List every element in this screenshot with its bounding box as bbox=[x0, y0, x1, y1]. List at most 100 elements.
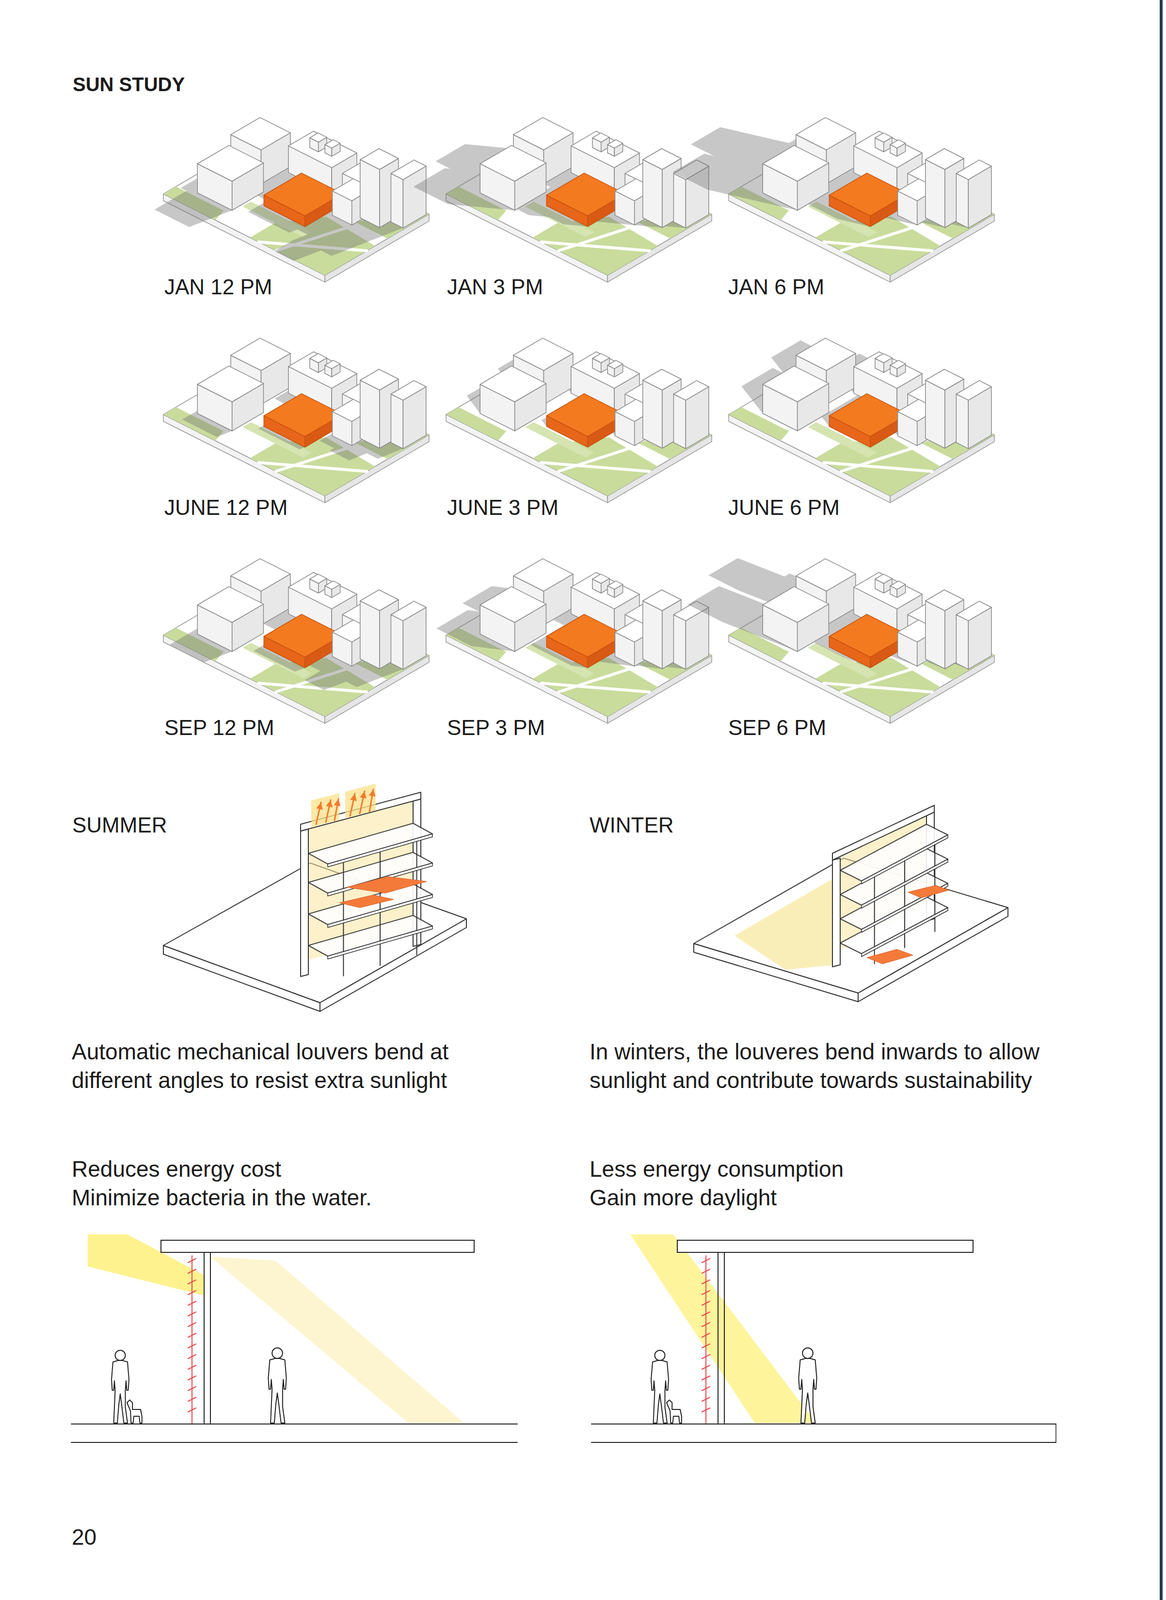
building-block bbox=[925, 380, 945, 448]
louver-rod bbox=[379, 851, 381, 879]
building-block bbox=[956, 159, 991, 180]
louver-rod bbox=[416, 901, 418, 931]
dog-figure bbox=[127, 1399, 143, 1423]
ground-line bbox=[71, 1423, 518, 1425]
ground-line bbox=[71, 1441, 518, 1443]
building-block bbox=[925, 368, 964, 390]
footpath bbox=[558, 447, 631, 472]
building-block bbox=[390, 380, 426, 400]
building-block bbox=[309, 132, 327, 143]
green-area bbox=[532, 437, 658, 496]
louver-blade bbox=[188, 1365, 196, 1370]
project-site-block bbox=[263, 173, 343, 216]
human-figure bbox=[111, 1360, 129, 1423]
building-block bbox=[956, 601, 991, 621]
footpath bbox=[541, 241, 650, 251]
louver-rod bbox=[934, 917, 936, 932]
louver-blade bbox=[188, 1279, 196, 1284]
louver-rod bbox=[904, 933, 906, 948]
building-block bbox=[607, 360, 623, 369]
building-block bbox=[925, 159, 945, 228]
louver-blade bbox=[188, 1301, 196, 1306]
building-block bbox=[673, 173, 686, 229]
column-line bbox=[717, 1252, 719, 1423]
project-site-block bbox=[829, 393, 909, 437]
building-block bbox=[762, 586, 829, 623]
column-line bbox=[209, 1252, 211, 1423]
building-block bbox=[288, 572, 357, 609]
louver-rod bbox=[379, 943, 381, 966]
page-title: SUN STUDY bbox=[72, 72, 185, 96]
ground-line bbox=[591, 1423, 1056, 1425]
footpath bbox=[823, 241, 932, 251]
building-block bbox=[390, 159, 426, 180]
building-block bbox=[390, 394, 403, 449]
louver-model bbox=[693, 805, 1008, 1002]
footpath bbox=[558, 668, 631, 692]
building-block bbox=[762, 366, 829, 402]
arrow-head bbox=[350, 793, 357, 801]
building-block bbox=[796, 337, 856, 371]
louver-blade bbox=[188, 1343, 196, 1348]
louver-rod bbox=[342, 862, 344, 889]
louver-rod bbox=[874, 925, 876, 947]
louver-blade bbox=[702, 1290, 710, 1295]
louver-blade bbox=[702, 1386, 710, 1391]
building-block bbox=[673, 614, 686, 670]
louver-blade bbox=[188, 1397, 196, 1402]
louver-rod bbox=[904, 861, 906, 883]
footpath bbox=[541, 462, 650, 472]
louver-blade bbox=[702, 1269, 710, 1274]
column-line bbox=[723, 1252, 725, 1423]
louver-rod bbox=[934, 844, 936, 866]
view-label: JUNE 6 PM bbox=[728, 495, 840, 521]
building-block bbox=[571, 351, 640, 389]
building-block bbox=[875, 353, 893, 363]
building-block bbox=[642, 380, 663, 448]
building-block bbox=[309, 574, 327, 584]
building-block bbox=[925, 600, 945, 669]
site-model bbox=[728, 337, 995, 503]
arrow-head bbox=[316, 802, 323, 810]
louver-rod bbox=[379, 912, 381, 942]
description-text: Automatic mechanical louvers bend at dif… bbox=[71, 1037, 499, 1095]
building-block bbox=[360, 368, 399, 390]
sunlight-patch bbox=[734, 876, 837, 970]
sunlight-beam bbox=[210, 1256, 464, 1423]
louver-blade bbox=[188, 1269, 196, 1274]
building-block bbox=[571, 131, 640, 168]
description-text: In winters, the louveres bend inwards to… bbox=[589, 1037, 1055, 1095]
view-label: SEP 6 PM bbox=[728, 715, 827, 741]
building-block bbox=[513, 558, 574, 591]
building-block bbox=[197, 586, 264, 623]
site-model bbox=[446, 337, 712, 503]
green-area bbox=[532, 657, 658, 717]
arrow-head bbox=[368, 789, 376, 797]
footpath bbox=[258, 683, 367, 692]
site-model bbox=[163, 337, 430, 503]
benefit-text: Less energy consumption bbox=[589, 1154, 844, 1184]
footpath bbox=[823, 462, 932, 472]
view-label: JUNE 3 PM bbox=[447, 495, 559, 521]
building-block bbox=[592, 132, 610, 143]
page-edge bbox=[1159, 0, 1163, 1600]
shadow-group bbox=[436, 586, 709, 670]
louver-blade bbox=[188, 1375, 196, 1380]
shadow-group bbox=[687, 558, 991, 670]
site-ground bbox=[163, 574, 430, 717]
ground-line bbox=[1055, 1423, 1057, 1443]
site-model bbox=[687, 558, 995, 724]
building-block bbox=[197, 366, 264, 402]
benefit-text: Gain more daylight bbox=[589, 1183, 777, 1213]
human-head bbox=[115, 1350, 126, 1361]
building-block bbox=[875, 132, 893, 143]
louver-rod bbox=[904, 909, 906, 931]
page-number: 20 bbox=[71, 1523, 97, 1551]
louver-blade bbox=[702, 1333, 710, 1338]
building-block bbox=[360, 380, 380, 448]
building-block bbox=[592, 574, 610, 584]
benefit-text: Minimize bacteria in the water. bbox=[71, 1183, 372, 1213]
project-site-block bbox=[263, 614, 343, 657]
